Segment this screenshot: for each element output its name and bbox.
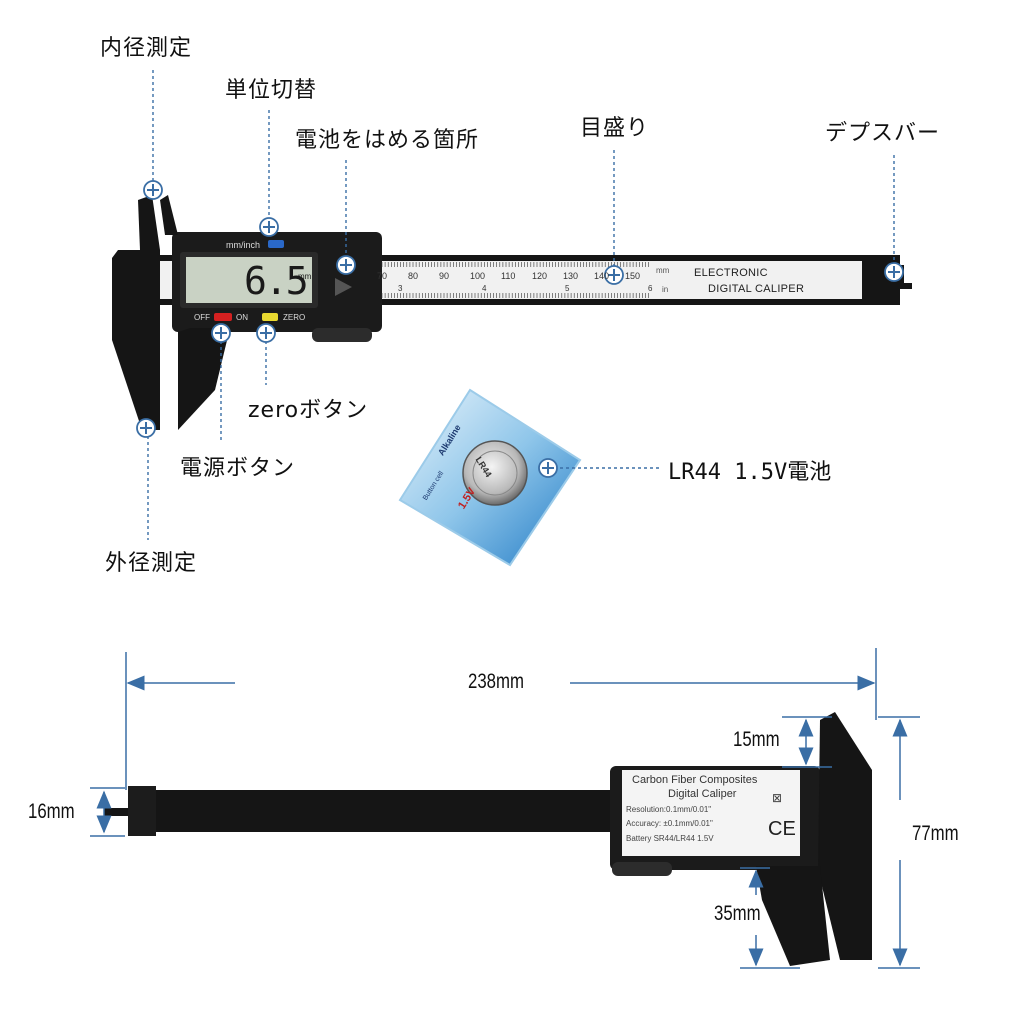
plate-battery: Battery SR44/LR44 1.5V bbox=[626, 834, 714, 843]
label-scale: 目盛り bbox=[580, 116, 650, 141]
top-caliper bbox=[112, 195, 912, 430]
mm-tick-label: 80 bbox=[408, 271, 419, 281]
brand-line-2: DIGITAL CALIPER bbox=[708, 283, 805, 295]
ce-mark: CE bbox=[768, 818, 796, 840]
bottom-caliper bbox=[104, 712, 872, 966]
leader-lines bbox=[147, 70, 895, 540]
label-power-button: 電源ボタン bbox=[180, 456, 296, 481]
mm-tick-label: 130 bbox=[563, 271, 579, 281]
mm-scale-ticks bbox=[381, 262, 649, 298]
scale-in-label: in bbox=[662, 285, 669, 294]
scale-mm-label: mm bbox=[656, 266, 670, 275]
label-battery-slot: 電池をはめる箇所 bbox=[295, 128, 480, 153]
off-label: OFF bbox=[194, 313, 210, 322]
plate-resolution: Resolution:0.1mm/0.01" bbox=[626, 805, 712, 814]
dim-height: 16mm bbox=[28, 800, 75, 823]
dim-length: 238mm bbox=[468, 670, 525, 693]
inch-tick-label: 4 bbox=[482, 284, 487, 293]
dim-total-height: 77mm bbox=[912, 822, 959, 845]
weee-bin-icon: ⊠ bbox=[772, 791, 783, 805]
inch-tick-label: 6 bbox=[648, 284, 653, 293]
dimension-lines bbox=[90, 648, 920, 969]
plate-title-1: Carbon Fiber Composites bbox=[632, 774, 758, 786]
label-unit-switch: 単位切替 bbox=[225, 78, 318, 103]
inch-tick-label: 5 bbox=[565, 284, 570, 293]
mm-tick-label: 140 bbox=[594, 271, 610, 281]
mode-label: mm/inch bbox=[226, 240, 261, 250]
inch-tick-label: 3 bbox=[398, 284, 403, 293]
dim-jaw-top: 15mm bbox=[733, 728, 780, 751]
plate-title-2: Digital Caliper bbox=[668, 788, 737, 800]
mm-tick-label: 120 bbox=[532, 271, 548, 281]
label-depth-bar: デプスバー bbox=[825, 121, 941, 146]
mm-tick-label: 150 bbox=[625, 271, 641, 281]
mm-tick-label: 70 bbox=[377, 271, 388, 281]
marker-plus-signs bbox=[140, 184, 900, 474]
dim-jaw-bottom: 35mm bbox=[714, 902, 761, 925]
label-zero-button: zeroボタン bbox=[248, 398, 369, 423]
mm-tick-label: 90 bbox=[439, 271, 450, 281]
lcd-unit: mm bbox=[298, 272, 312, 281]
lcd-reading: 6.5 bbox=[244, 259, 309, 303]
label-inner-measure: 内径測定 bbox=[100, 36, 193, 61]
battery-package bbox=[398, 388, 582, 567]
label-outer-measure: 外径測定 bbox=[105, 551, 198, 576]
plate-accuracy: Accuracy: ±0.1mm/0.01" bbox=[626, 819, 713, 828]
mm-tick-label: 110 bbox=[501, 271, 516, 281]
brand-line-1: ELECTRONIC bbox=[694, 267, 768, 279]
mm-tick-label: 100 bbox=[470, 271, 486, 281]
label-battery: LR44 1.5V電池 bbox=[668, 460, 832, 485]
zero-label: ZERO bbox=[283, 313, 306, 322]
on-label: ON bbox=[236, 313, 248, 322]
